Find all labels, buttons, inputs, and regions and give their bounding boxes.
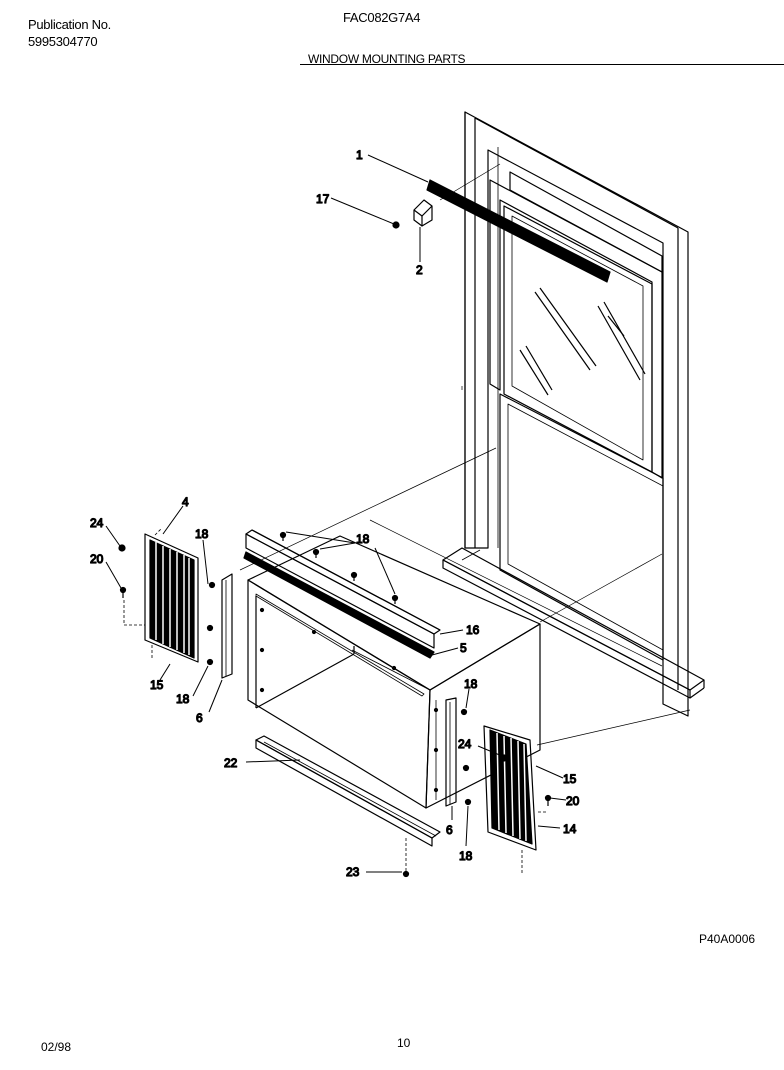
bracket-part-2 bbox=[413, 199, 433, 227]
screws-part-18-top bbox=[279, 531, 399, 604]
callout-6-left: 6 bbox=[196, 711, 203, 725]
gasket-part-5 bbox=[243, 551, 435, 659]
callout-18-right-top: 18 bbox=[464, 677, 478, 691]
left-screws bbox=[118, 544, 216, 666]
publication-number: 5995304770 bbox=[28, 34, 98, 49]
upper-window-sash bbox=[489, 171, 663, 479]
window-sill bbox=[442, 547, 705, 699]
right-screws bbox=[460, 708, 552, 813]
callout-2: 2 bbox=[416, 263, 423, 277]
callout-17: 17 bbox=[316, 192, 330, 206]
callout-24-right: 24 bbox=[458, 737, 472, 751]
left-curtain-part-4 bbox=[144, 527, 199, 663]
callout-22: 22 bbox=[224, 756, 238, 770]
top-angle-part-16 bbox=[245, 529, 441, 649]
callout-18-right-bottom: 18 bbox=[459, 849, 473, 863]
left-frame-part-6 bbox=[221, 573, 233, 679]
footer-date: 02/98 bbox=[41, 1040, 72, 1054]
model-number: FAC082G7A4 bbox=[343, 10, 421, 25]
callout-6-right: 6 bbox=[446, 823, 453, 837]
callout-20-left: 20 bbox=[90, 552, 104, 566]
callout-15-left: 15 bbox=[150, 678, 164, 692]
section-title: WINDOW MOUNTING PARTS bbox=[308, 52, 466, 66]
callout-18-left-top: 18 bbox=[195, 527, 209, 541]
publication-label: Publication No. bbox=[28, 17, 111, 32]
callout-20-right: 20 bbox=[566, 794, 580, 808]
top-rail-part-1 bbox=[426, 179, 611, 283]
callout-18-top: 18 bbox=[356, 532, 370, 546]
screw-part-23 bbox=[402, 838, 410, 878]
callout-18-left-bottom: 18 bbox=[176, 692, 190, 706]
callout-16: 16 bbox=[466, 623, 480, 637]
alignment-lines bbox=[239, 163, 691, 746]
leader-lines bbox=[105, 154, 567, 873]
right-frame-part-6 bbox=[435, 697, 457, 807]
window-frame bbox=[464, 111, 689, 717]
figure-id: P40A0006 bbox=[699, 932, 756, 946]
callout-4: 4 bbox=[182, 495, 189, 509]
callout-1: 1 bbox=[356, 148, 363, 162]
cabinet-sleeve bbox=[247, 535, 541, 809]
lower-window-sash bbox=[499, 393, 664, 661]
screw-part-17 bbox=[392, 221, 400, 229]
header-rule bbox=[300, 64, 784, 65]
bottom-angle-part-22 bbox=[255, 735, 441, 847]
callout-23: 23 bbox=[346, 865, 360, 879]
callout-15-right: 15 bbox=[563, 772, 577, 786]
callout-24-left: 24 bbox=[90, 516, 104, 530]
right-curtain-part-14 bbox=[483, 725, 537, 874]
page-number: 10 bbox=[397, 1036, 411, 1050]
callout-5: 5 bbox=[460, 641, 467, 655]
callout-14: 14 bbox=[563, 822, 577, 836]
